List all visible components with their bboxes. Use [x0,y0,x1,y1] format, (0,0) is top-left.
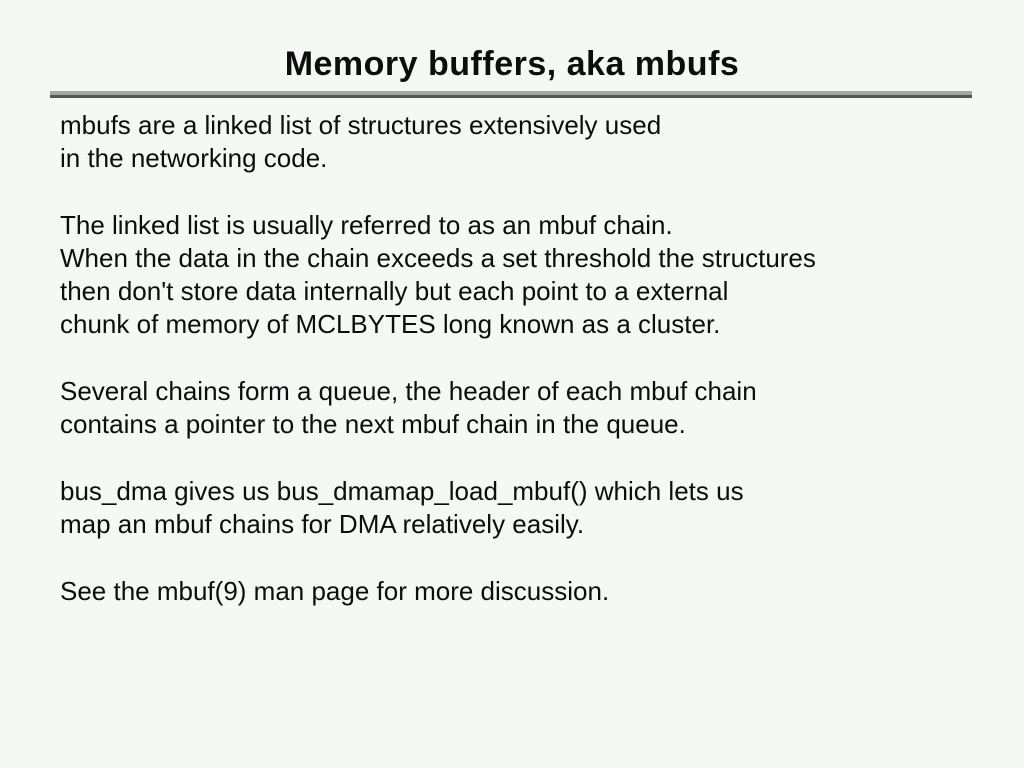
text-line: Several chains form a queue, the header … [60,376,757,406]
paragraph: Several chains form a queue, the header … [60,375,984,441]
text-line: map an mbuf chains for DMA relatively ea… [60,509,585,539]
text-line: mbufs are a linked list of structures ex… [60,110,662,140]
text-line: bus_dma gives us bus_dmamap_load_mbuf() … [60,476,744,506]
title-rule [50,91,972,98]
text-line: in the networking code. [60,143,328,173]
paragraph: The linked list is usually referred to a… [60,209,984,341]
paragraph: bus_dma gives us bus_dmamap_load_mbuf() … [60,475,984,541]
slide-title: Memory buffers, aka mbufs [284,45,740,83]
text-line: See the mbuf(9) man page for more discus… [60,576,610,606]
slide-body: mbufs are a linked list of structures ex… [60,109,984,608]
paragraph: mbufs are a linked list of structures ex… [60,109,984,175]
text-line: contains a pointer to the next mbuf chai… [60,409,686,439]
paragraph: See the mbuf(9) man page for more discus… [60,575,984,608]
text-line: When the data in the chain exceeds a set… [60,243,816,273]
text-line: chunk of memory of MCLBYTES long known a… [60,309,721,339]
text-line: The linked list is usually referred to a… [60,210,673,240]
text-line: then don't store data internally but eac… [60,276,729,306]
